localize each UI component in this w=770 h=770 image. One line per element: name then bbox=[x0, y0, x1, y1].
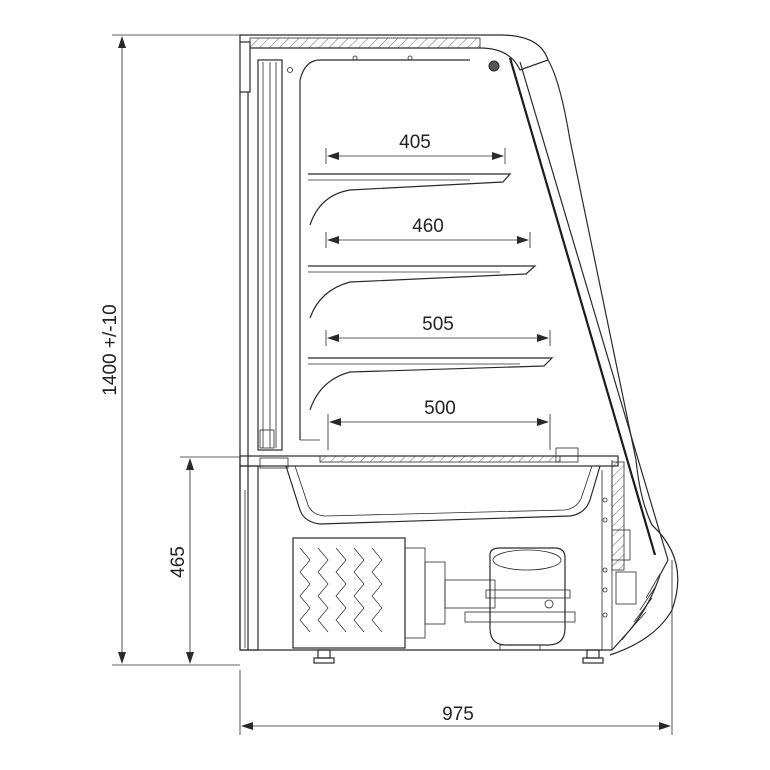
shelf-1-label: 405 bbox=[399, 132, 431, 153]
feet bbox=[313, 649, 604, 664]
fixtures bbox=[287, 55, 608, 618]
depth-label: 975 bbox=[442, 704, 474, 725]
shelf-3 bbox=[308, 357, 554, 411]
lower-cabinet bbox=[239, 461, 625, 651]
front-glass bbox=[508, 57, 679, 656]
shelf-2-label: 460 bbox=[412, 216, 444, 237]
deck-shelf bbox=[239, 447, 619, 525]
shelf-1 bbox=[308, 173, 512, 226]
compressor bbox=[444, 547, 576, 651]
cabinet-body bbox=[239, 34, 549, 650]
height-label: 1400 +/-10 bbox=[100, 304, 121, 395]
depth-dimension: 975 bbox=[239, 560, 673, 735]
shelf-1-dimension: 405 bbox=[325, 132, 506, 164]
shelf-3-label: 505 bbox=[422, 314, 454, 335]
front-lower-panel bbox=[611, 529, 669, 651]
condenser-unit bbox=[292, 537, 446, 649]
height-dimension: 1400 +/-10 bbox=[100, 34, 240, 666]
shelf-3-dimension: 505 bbox=[325, 314, 551, 346]
base-shelf-label: 500 bbox=[424, 398, 456, 419]
shelf-2-dimension: 460 bbox=[325, 216, 531, 248]
base-height-label: 465 bbox=[168, 546, 189, 578]
base-shelf-dimension: 500 bbox=[327, 398, 551, 450]
shelf-2 bbox=[308, 265, 537, 319]
base-height-dimension: 465 bbox=[168, 456, 240, 664]
